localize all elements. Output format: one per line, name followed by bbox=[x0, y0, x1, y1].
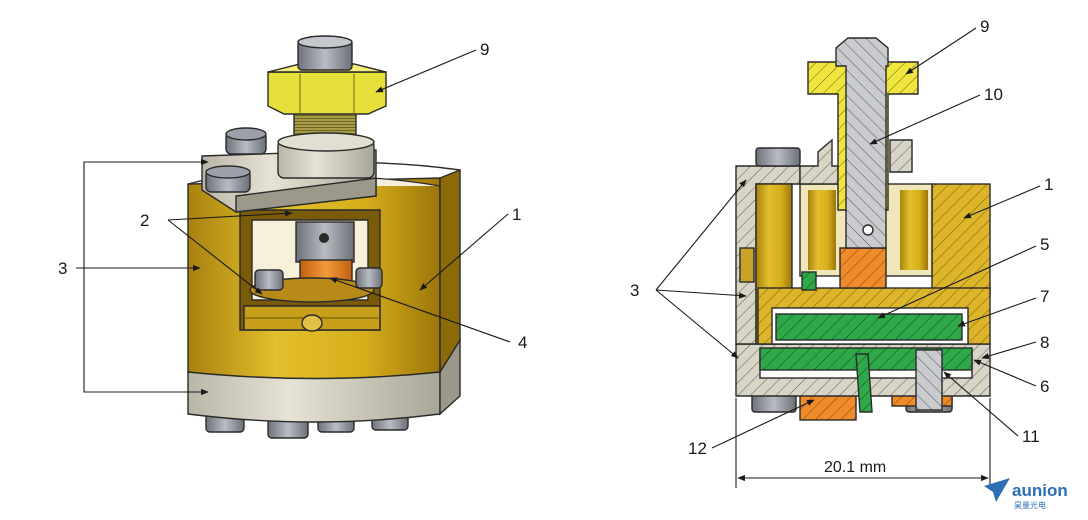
dimension-line bbox=[735, 398, 991, 488]
callout-6-right: 6 bbox=[1040, 377, 1049, 396]
callout-12-right: 12 bbox=[688, 439, 707, 458]
callout-9-right: 9 bbox=[980, 17, 989, 36]
dimension-label: 20.1 mm bbox=[824, 459, 886, 476]
section-top-screw bbox=[755, 147, 801, 167]
logo-subtext: 昊量光电 bbox=[1014, 500, 1046, 510]
inner-post bbox=[249, 221, 383, 303]
logo-word: aunion bbox=[1012, 481, 1068, 500]
section-top-plate-part-3 bbox=[799, 138, 839, 185]
section-right-collar bbox=[889, 139, 913, 173]
section-screw-part-10 bbox=[835, 37, 889, 249]
callout-7-right: 7 bbox=[1040, 287, 1049, 306]
callout-9-left: 9 bbox=[480, 40, 489, 59]
callout-1-left: 1 bbox=[512, 205, 521, 224]
callout-4-left: 4 bbox=[518, 333, 527, 352]
callout-3-left: 3 bbox=[58, 259, 67, 278]
callout-1-right: 1 bbox=[1044, 175, 1053, 194]
section-orange-insert bbox=[839, 247, 887, 289]
callout-2-left: 2 bbox=[140, 211, 149, 230]
left-3d-view: 9 1 2 3 4 bbox=[58, 35, 527, 439]
callout-10-right: 10 bbox=[984, 85, 1003, 104]
section-screw-part-11 bbox=[915, 349, 943, 411]
callout-11-right: 11 bbox=[1022, 427, 1040, 446]
callout-8-right: 8 bbox=[1040, 333, 1049, 352]
callout-5-right: 5 bbox=[1040, 235, 1049, 254]
aunion-logo: aunion 昊量光电 bbox=[984, 478, 1068, 510]
green-plate-part-7 bbox=[775, 313, 963, 341]
section-green-pin bbox=[855, 353, 873, 413]
section-pin bbox=[801, 271, 817, 291]
right-leader-lines bbox=[655, 27, 1041, 449]
paper-plane-icon bbox=[984, 478, 1010, 502]
left-leader-lines bbox=[76, 49, 511, 396]
right-section-view: 20.1 mm 9 10 1 5 7 8 6 11 12 3 bbox=[630, 17, 1053, 488]
callout-3-right: 3 bbox=[630, 281, 639, 300]
adjuster-screw-part-9 bbox=[267, 35, 387, 179]
